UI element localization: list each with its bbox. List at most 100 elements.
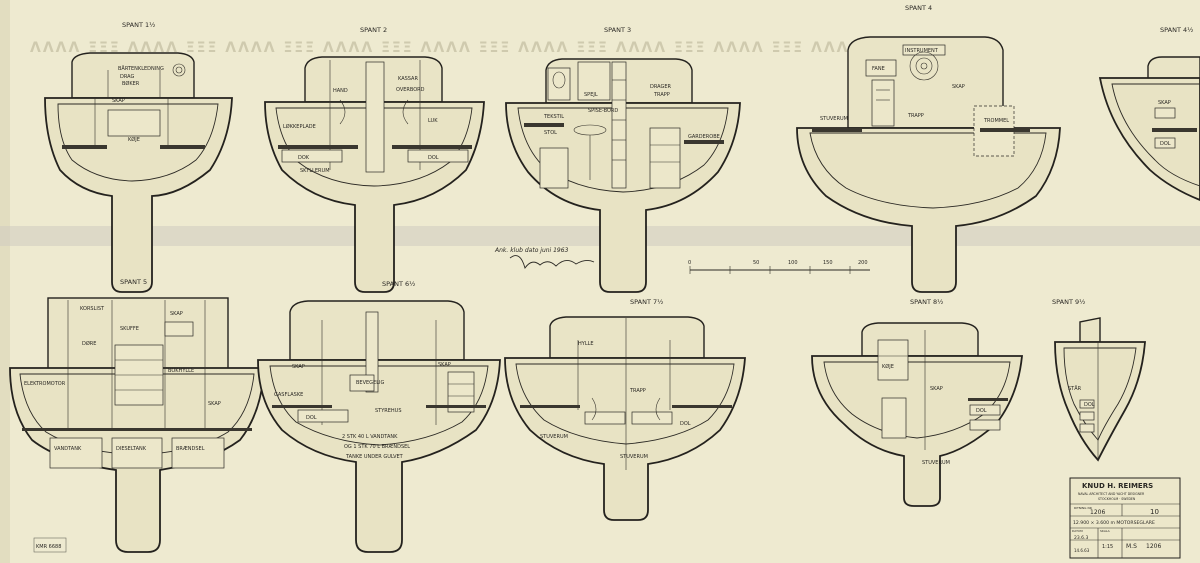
svg-text:DIESELTANK: DIESELTANK (116, 446, 147, 452)
svg-text:BOKHYLLE: BOKHYLLE (168, 368, 194, 374)
svg-text:TROMMEL: TROMMEL (983, 118, 1009, 124)
svg-text:TANKE UNDER GULVET: TANKE UNDER GULVET (345, 454, 404, 460)
svg-text:0: 0 (688, 260, 691, 266)
title-block: KNUD H. REIMERS NAVAL ARCHITECT AND YACH… (1069, 477, 1181, 559)
svg-text:DRAG: DRAG (120, 74, 134, 80)
svg-text:SKAP: SKAP (292, 364, 305, 370)
svg-text:100: 100 (788, 260, 798, 266)
svg-text:KASSAR: KASSAR (398, 76, 418, 82)
section-title: SPANT 7½ (630, 298, 663, 306)
svg-text:SKAP: SKAP (1158, 100, 1171, 106)
section-title: SPANT 6½ (382, 280, 415, 288)
section-title: SPANT 4 (905, 4, 932, 12)
svg-text:KØJE: KØJE (882, 363, 894, 370)
svg-text:SPEJL: SPEJL (584, 92, 598, 98)
section-title: SPANT 1½ (122, 21, 155, 29)
section-spant-6-5: SPANT 6½ SKAP GASFLASKE BEVEGELIG DOL ST… (257, 280, 501, 553)
svg-text:SKAP: SKAP (952, 84, 965, 90)
svg-text:OVERBORD: OVERBORD (396, 87, 425, 93)
scale-bar: 0 50 100 150 200 (688, 260, 870, 274)
svg-text:BEVEGELIG: BEVEGELIG (356, 380, 384, 386)
svg-text:DOL: DOL (428, 155, 439, 161)
signature: Ank. klub dato juni 1963 (494, 247, 595, 270)
svg-text:200: 200 (858, 260, 868, 266)
section-spant-7-5: SPANT 7½ HYLLE TRAPP STUVERUM DOL STUVER… (504, 298, 746, 521)
section-title: SPANT 5 (120, 278, 147, 286)
svg-text:LØKKEPLADE: LØKKEPLADE (283, 123, 316, 130)
svg-text:150: 150 (823, 260, 833, 266)
svg-text:GARDEROBE: GARDEROBE (688, 134, 720, 140)
section-title: SPANT 8½ (910, 298, 943, 306)
svg-text:50: 50 (753, 260, 759, 266)
section-title: SPANT 2 (360, 26, 387, 34)
svg-text:SKAP: SKAP (112, 98, 125, 104)
svg-text:TRAPP: TRAPP (629, 388, 646, 394)
svg-text:10: 10 (1150, 508, 1159, 516)
svg-text:TEKSTIL: TEKSTIL (543, 114, 564, 120)
svg-text:TRAPP: TRAPP (653, 92, 670, 98)
svg-text:OG 1 STK 70 L BRÆNDSEL: OG 1 STK 70 L BRÆNDSEL (344, 444, 410, 450)
svg-text:DATUM: DATUM (1072, 529, 1083, 533)
svg-text:SKAP: SKAP (208, 401, 221, 407)
section-title: SPANT 3 (604, 26, 631, 34)
svg-text:INSTRUMENT: INSTRUMENT (905, 48, 939, 54)
svg-text:1:15: 1:15 (1102, 544, 1113, 550)
svg-text:M.S: M.S (1126, 543, 1137, 550)
svg-text:DOK: DOK (298, 155, 310, 161)
section-spant-8-5: SPANT 8½ KØJE SKAP DOL STUVERUM (811, 298, 1023, 507)
svg-text:ΛΛΛΛ ΞΞΞ ΛΛΛΛ ΞΞΞ ΛΛΛΛ ΞΞΞ ΛΛΛ: ΛΛΛΛ ΞΞΞ ΛΛΛΛ ΞΞΞ ΛΛΛΛ ΞΞΞ ΛΛΛΛ ΞΞΞ ΛΛΛΛ… (30, 40, 960, 56)
svg-text:LUK: LUK (428, 118, 438, 124)
section-spant-5: SPANT 5 KORSLIST SKUFFE SKAP DØRE BOKHYL… (9, 278, 265, 553)
archive-stamp: KMR 6688 (33, 537, 67, 553)
svg-text:12.900 × 3.600 m MOTORSEGLARE: 12.900 × 3.600 m MOTORSEGLARE (1073, 520, 1155, 526)
svg-text:FANE: FANE (872, 66, 885, 72)
section-spant-4-5: SPANT 4½ SKAP DOL (1098, 26, 1200, 201)
svg-text:SKUFFE: SKUFFE (120, 326, 139, 332)
svg-text:1206: 1206 (1090, 509, 1105, 516)
svg-text:SKYLLERUM: SKYLLERUM (300, 168, 330, 174)
svg-text:STYREHUS: STYREHUS (375, 408, 402, 414)
firm-name: KNUD H. REIMERS (1082, 482, 1153, 490)
svg-text:BRÆNDSEL: BRÆNDSEL (176, 446, 205, 452)
svg-text:TRAPP: TRAPP (907, 113, 924, 119)
svg-text:2 STK 40 L VANDTANK: 2 STK 40 L VANDTANK (342, 434, 398, 440)
svg-text:STUVERUM: STUVERUM (540, 434, 568, 440)
svg-text:SPISE-BORD: SPISE-BORD (588, 108, 618, 114)
svg-text:SKAP: SKAP (930, 386, 943, 392)
section-title: SPANT 9½ (1052, 298, 1085, 306)
svg-text:DOL: DOL (976, 408, 987, 414)
svg-text:KMR 6688: KMR 6688 (36, 544, 61, 550)
svg-text:DOL: DOL (680, 421, 691, 427)
svg-text:SKAP: SKAP (438, 362, 451, 368)
svg-text:DOL: DOL (1160, 141, 1171, 147)
ghost-lettering: ΛΛΛΛ ΞΞΞ ΛΛΛΛ ΞΞΞ ΛΛΛΛ ΞΞΞ ΛΛΛΛ ΞΞΞ ΛΛΛΛ… (30, 40, 960, 56)
svg-text:STOCKHOLM · SWEDEN: STOCKHOLM · SWEDEN (1098, 497, 1136, 501)
paper-edge (0, 0, 10, 563)
svg-text:HAND: HAND (333, 88, 348, 94)
svg-text:BÅRTENKLEDNING: BÅRTENKLEDNING (118, 65, 164, 72)
svg-text:STUVERUM: STUVERUM (620, 454, 648, 460)
svg-text:GASFLASKE: GASFLASKE (274, 392, 303, 398)
svg-text:1206: 1206 (1146, 543, 1161, 550)
svg-text:DØRE: DØRE (82, 340, 96, 347)
svg-text:STUVERUM: STUVERUM (922, 460, 950, 466)
svg-text:STÅR: STÅR (1068, 385, 1082, 392)
svg-text:VANDTANK: VANDTANK (54, 446, 82, 452)
svg-text:NAVAL ARCHITECT AND YACHT DESI: NAVAL ARCHITECT AND YACHT DESIGNER (1078, 492, 1145, 496)
svg-text:KØJE: KØJE (128, 136, 140, 143)
svg-text:23.6.3: 23.6.3 (1074, 535, 1088, 541)
section-spant-1-5: SPANT 1½ BÅRTENKLEDNING DRAG BØKER SKAP … (44, 21, 233, 293)
svg-text:SKALA: SKALA (1100, 529, 1111, 533)
section-spant-4: SPANT 4 INSTRUMENT FANE TRAPP SKAP STUVE… (796, 4, 1061, 293)
svg-text:HYLLE: HYLLE (578, 341, 594, 347)
svg-text:ELEKTROMOTOR: ELEKTROMOTOR (24, 381, 66, 387)
section-spant-3: SPANT 3 SPEJL TEKSTIL DRAGER TRAPP SPISE… (505, 26, 741, 293)
svg-text:BØKER: BØKER (122, 80, 140, 87)
svg-text:STUVERUM: STUVERUM (820, 116, 848, 122)
svg-text:SKAP: SKAP (170, 311, 183, 317)
svg-text:RITNING NR: RITNING NR (1074, 506, 1092, 510)
section-title: SPANT 4½ (1160, 26, 1193, 34)
svg-text:DRAGER: DRAGER (650, 84, 671, 90)
svg-text:DOL: DOL (306, 415, 317, 421)
